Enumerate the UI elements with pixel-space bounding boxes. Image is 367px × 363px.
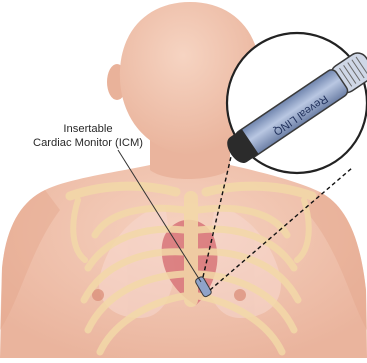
callout-label-line2: Cardiac Monitor (ICM) <box>22 137 154 151</box>
callout-label-line1: Insertable <box>22 123 154 137</box>
right-nipple <box>234 289 246 301</box>
callout-label: Insertable Cardiac Monitor (ICM) <box>22 123 154 150</box>
